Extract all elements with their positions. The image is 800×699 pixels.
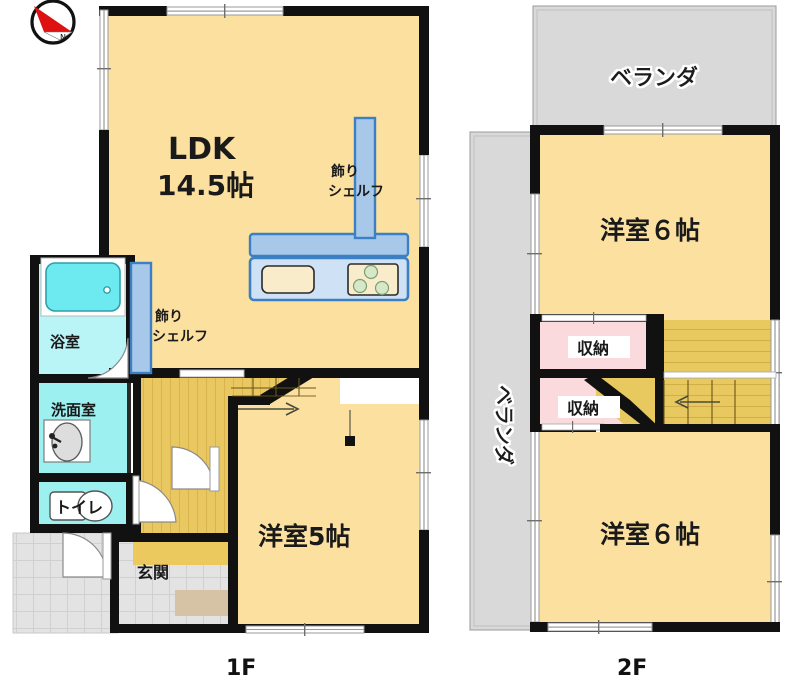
room-western-5-floor <box>228 404 424 633</box>
wall-water-west <box>30 255 39 533</box>
window-ldk-north <box>166 4 284 18</box>
wall-hall-west <box>133 376 141 533</box>
entrance-tataki <box>175 590 238 616</box>
wall-2f-stair-diagonal <box>584 374 660 430</box>
wall-bath-south <box>30 374 134 383</box>
toilet-bowl <box>49 490 113 522</box>
wall-room5-east-upper <box>419 376 429 420</box>
floor-1f-group: LDK 14.5帖 浴室 洗面室 トイレ 玄関 洋室5帖 飾り シェルフ 飾り … <box>12 4 431 636</box>
decor-shelf-kitchen-body <box>353 116 377 240</box>
wall-genkan-west <box>110 533 119 633</box>
wall-ldk-west-solid <box>99 130 109 262</box>
wall-toilet-south <box>30 524 134 533</box>
wall-genkan-south <box>110 624 238 633</box>
vanity-sink <box>43 419 91 463</box>
closet-lower-label: 収納 <box>567 399 599 418</box>
wall-room5-east-lower <box>419 530 429 633</box>
decor-shelf-hall-label-2: シェルフ <box>152 329 208 345</box>
closet-upper-doors <box>541 312 647 324</box>
closet-lower-label-bg <box>558 396 620 418</box>
wall-2f-south-right <box>652 622 780 632</box>
wall-ldk-east-mid2 <box>419 247 429 281</box>
window-room5-south <box>245 623 365 636</box>
wall-2f-east-mid <box>770 430 780 535</box>
room-western-6-top-label: 洋室６帖 <box>600 216 700 245</box>
room5-post <box>345 436 355 446</box>
room-western-6-bottom-label: 洋室６帖 <box>600 520 700 549</box>
room-ldk-label: LDK <box>168 132 237 167</box>
doors-1f <box>62 337 220 580</box>
stair-landing-edge <box>663 371 777 379</box>
staircase-up <box>231 378 316 416</box>
door-ldk-hall <box>179 369 245 378</box>
wall-closet-upper-east <box>646 314 656 374</box>
veranda-left-inner <box>473 135 535 627</box>
wall-closet-divider <box>530 369 656 378</box>
room-bathroom-label: 浴室 <box>50 333 80 351</box>
wall-hall-south <box>228 396 270 405</box>
wall-2f-stair-west-lower <box>655 374 664 430</box>
window-2f-south <box>547 620 653 634</box>
wall-2f-landing-south <box>600 424 780 432</box>
room-western-6-top-floor <box>537 132 780 322</box>
wall-stair-diagonal <box>260 368 314 404</box>
wall-ldk-south-right <box>191 368 429 378</box>
wall-2f-west-upper <box>530 125 540 194</box>
sink <box>261 265 315 294</box>
floor-label-2f: 2F <box>617 656 647 681</box>
decor-shelf-kitchen-label-1: 飾り <box>331 163 359 180</box>
bathtub <box>40 257 126 317</box>
veranda-top-inner <box>536 9 773 130</box>
window-2f-north <box>603 123 723 137</box>
room-ldk-size-label: 14.5帖 <box>157 169 254 202</box>
closet-upper-label-bg <box>568 336 630 358</box>
north-arrow: N <box>30 0 76 45</box>
wall-washroom-south <box>30 473 134 482</box>
decor-shelf-hall-label-1: 飾り <box>155 308 183 325</box>
compass-label: N <box>60 33 66 42</box>
wall-top-right <box>283 6 429 16</box>
door-bathroom <box>87 337 129 379</box>
veranda-top-label: ベランダ <box>610 65 698 91</box>
floor-2f-group: ベランダ ベランダ 洋室６帖 洋室６帖 収納 収納 <box>469 5 782 634</box>
veranda-left-label: ベランダ <box>492 385 516 465</box>
wall-top-left <box>99 6 167 16</box>
staircase-down <box>663 380 736 424</box>
closet-upper-label: 収納 <box>577 339 609 358</box>
floor-label-1f: 1F <box>226 656 256 681</box>
wall-2f-north-right <box>722 125 780 135</box>
wall-room5-west <box>228 404 238 633</box>
compass-needle-south <box>43 31 73 41</box>
wall-2f-stair-west <box>655 314 664 374</box>
room-washroom-label: 洗面室 <box>51 401 96 419</box>
stove <box>347 263 399 296</box>
wall-ldk-east-lower <box>419 281 429 376</box>
room-toilet-label: トイレ <box>55 498 103 517</box>
wall-2f-north-left <box>530 125 604 135</box>
wall-washroom-east <box>127 383 131 473</box>
compass-needle-north <box>34 6 72 32</box>
staircase-direction-arrow <box>285 402 300 416</box>
wall-ldk-east-upper <box>419 6 429 116</box>
wall-ldk-east-mid <box>419 116 429 155</box>
decor-shelf-kitchen-label-2: シェルフ <box>328 184 384 200</box>
kitchen-counter <box>248 116 410 302</box>
wall-2f-east-upper <box>770 125 780 320</box>
door-toilet <box>134 479 177 523</box>
bathtub-drain-icon <box>103 286 111 294</box>
room-western-6-bottom-floor <box>537 432 780 630</box>
room-entrance-label: 玄関 <box>137 563 169 582</box>
room-western-5-label: 洋室5帖 <box>258 522 350 551</box>
decor-shelf-hall-body <box>129 261 153 375</box>
kitchen-upper-cabinet <box>248 232 410 258</box>
walls-2f <box>527 123 782 634</box>
staircase-down-arrow <box>674 395 689 409</box>
wall-genkan-north <box>110 533 238 542</box>
wall-toilet-east <box>126 478 135 533</box>
